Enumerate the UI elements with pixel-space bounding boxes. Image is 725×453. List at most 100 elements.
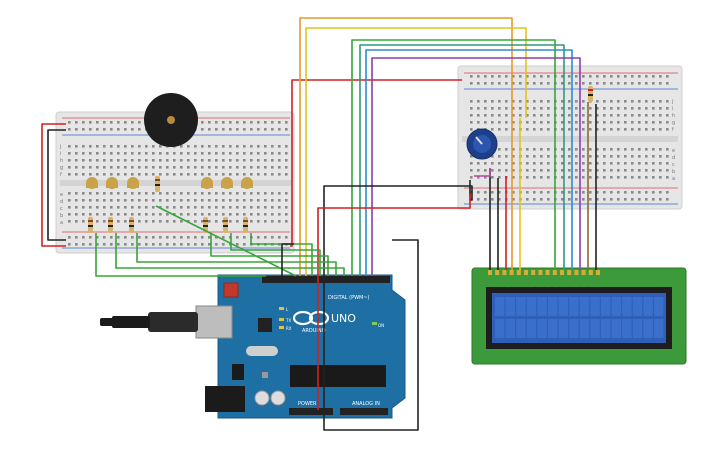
breadboard-hole xyxy=(180,166,183,169)
breadboard-hole xyxy=(491,169,494,172)
wire-purple xyxy=(474,168,491,177)
breadboard-hole xyxy=(194,159,197,162)
breadboard-hole xyxy=(540,107,543,110)
usb-chip xyxy=(258,318,272,332)
breadboard-hole xyxy=(610,128,613,131)
breadboard-hole xyxy=(271,145,274,148)
row-letter: i xyxy=(60,151,61,157)
breadboard-hole xyxy=(526,82,529,85)
breadboard-hole xyxy=(117,159,120,162)
breadboard-hole xyxy=(505,100,508,103)
breadboard-hole xyxy=(638,107,641,110)
breadboard-hole xyxy=(477,107,480,110)
breadboard-hole xyxy=(208,213,211,216)
breadboard-hole xyxy=(589,82,592,85)
breadboard-hole xyxy=(582,162,585,165)
breadboard-hole xyxy=(124,121,127,124)
capacitor xyxy=(270,390,286,406)
breadboard-hole xyxy=(484,107,487,110)
breadboard-hole xyxy=(561,107,564,110)
breadboard-hole xyxy=(659,82,662,85)
breadboard-hole xyxy=(617,155,620,158)
led xyxy=(241,177,253,189)
breadboard-hole xyxy=(285,213,288,216)
breadboard-hole xyxy=(271,152,274,155)
breadboard-hole xyxy=(477,191,480,194)
reset-button[interactable] xyxy=(223,282,239,298)
breadboard-hole xyxy=(285,236,288,239)
breadboard-hole xyxy=(491,198,494,201)
breadboard-hole xyxy=(645,121,648,124)
breadboard-hole xyxy=(547,148,550,151)
wire-green xyxy=(351,39,556,276)
breadboard-hole xyxy=(540,148,543,151)
breadboard-hole xyxy=(603,155,606,158)
breadboard-hole xyxy=(645,191,648,194)
breadboard-hole xyxy=(110,173,113,176)
breadboard-hole xyxy=(89,213,92,216)
breadboard-hole xyxy=(278,128,281,131)
breadboard-hole xyxy=(117,173,120,176)
potentiometer-icon[interactable] xyxy=(466,128,498,160)
breadboard-hole xyxy=(278,220,281,223)
breadboard-hole xyxy=(498,121,501,124)
breadboard-hole xyxy=(505,114,508,117)
breadboard-hole xyxy=(138,166,141,169)
breadboard-hole xyxy=(152,206,155,209)
breadboard-hole xyxy=(659,107,662,110)
wire-red xyxy=(290,79,462,247)
breadboard-hole xyxy=(484,114,487,117)
breadboard-hole xyxy=(103,173,106,176)
breadboard-hole xyxy=(491,82,494,85)
breadboard-hole xyxy=(166,152,169,155)
breadboard-hole xyxy=(229,145,232,148)
breadboard-hole xyxy=(117,199,120,202)
tx-led xyxy=(279,318,284,321)
breadboard-hole xyxy=(596,100,599,103)
breadboard-hole xyxy=(666,155,669,158)
breadboard-hole xyxy=(68,121,71,124)
breadboard-hole xyxy=(229,152,232,155)
breadboard-hole xyxy=(498,75,501,78)
breadboard-hole xyxy=(505,121,508,124)
wire-orange xyxy=(299,17,513,276)
breadboard-hole xyxy=(645,169,648,172)
breadboard-hole xyxy=(201,213,204,216)
breadboard-hole xyxy=(264,192,267,195)
breadboard-hole xyxy=(271,166,274,169)
breadboard-hole xyxy=(561,155,564,158)
resistors xyxy=(88,86,593,233)
breadboard-hole xyxy=(257,220,260,223)
row-letter: h xyxy=(672,113,675,119)
breadboard-hole xyxy=(117,220,120,223)
breadboard-hole xyxy=(166,213,169,216)
power-label: POWER xyxy=(298,401,317,407)
breadboard-hole xyxy=(215,166,218,169)
breadboard-hole xyxy=(250,199,253,202)
breadboard-hole xyxy=(201,199,204,202)
breadboard-hole xyxy=(526,162,529,165)
breadboard-hole xyxy=(236,145,239,148)
breadboard-hole xyxy=(152,173,155,176)
breadboard-hole xyxy=(540,169,543,172)
small-component xyxy=(262,372,268,378)
breadboard-hole xyxy=(589,162,592,165)
row-letters-bottom: e d c b a xyxy=(672,148,675,182)
breadboard-hole xyxy=(470,114,473,117)
breadboard-hole xyxy=(589,191,592,194)
breadboard-hole xyxy=(498,100,501,103)
breadboard-hole xyxy=(498,155,501,158)
breadboard-hole xyxy=(159,220,162,223)
breadboard-hole xyxy=(540,155,543,158)
row-letter: i xyxy=(672,106,673,112)
breadboard-hole xyxy=(666,176,669,179)
breadboard-hole xyxy=(285,145,288,148)
breadboard-hole xyxy=(208,243,211,246)
breadboard-hole xyxy=(547,169,550,172)
breadboard-hole xyxy=(257,152,260,155)
breadboard-hole xyxy=(264,145,267,148)
breadboard-hole xyxy=(222,173,225,176)
breadboard-hole xyxy=(278,159,281,162)
breadboard-hole xyxy=(180,243,183,246)
